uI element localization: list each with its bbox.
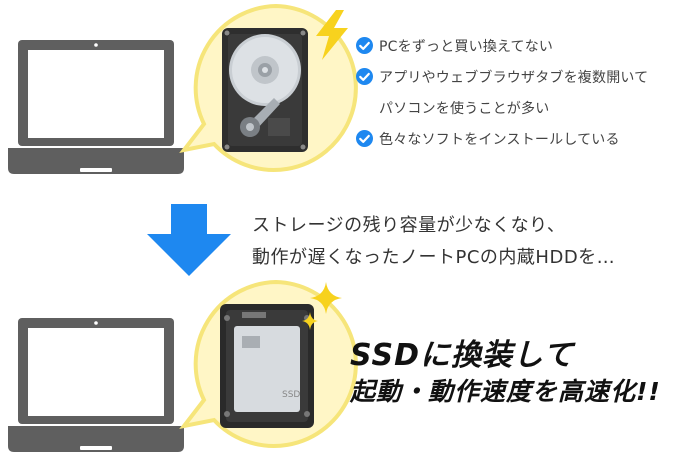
checklist: PCをずっと買い換えてない アプリやウェブブラウザタブを複数開いて パソコンを使…: [356, 30, 676, 154]
check-circle-icon: [356, 37, 373, 54]
list-item: 色々なソフトをインストールしている: [356, 123, 676, 154]
list-item: アプリやウェブブラウザタブを複数開いて: [356, 61, 676, 92]
checklist-item-text: PCをずっと買い換えてない: [379, 38, 554, 55]
laptop-icon: [8, 40, 184, 174]
description-text: ストレージの残り容量が少なくなり、 動作が遅くなったノートPCの内蔵HDDを…: [252, 210, 615, 274]
list-item: パソコンを使うことが多い: [356, 92, 676, 123]
ssd-label: SSD: [282, 390, 300, 400]
lightning-icon: [316, 10, 348, 60]
checklist-item-text: アプリやウェブブラウザタブを複数開いて: [379, 69, 649, 86]
headline-2: 起動・動作速度を高速化!!: [350, 377, 661, 406]
check-circle-icon: [356, 130, 373, 147]
laptop-icon: [8, 318, 184, 452]
sparkle-icon: [302, 282, 342, 330]
hdd-speech-bubble: [179, 3, 358, 172]
description-line-1: ストレージの残り容量が少なくなり、: [252, 215, 566, 236]
headline-1: SSDに換装して: [350, 338, 575, 373]
down-arrow-icon: [147, 204, 231, 276]
checklist-item-text: 色々なソフトをインストールしている: [379, 131, 620, 148]
check-circle-icon: [356, 68, 373, 85]
checklist-item-text: パソコンを使うことが多い: [379, 100, 550, 117]
list-item: PCをずっと買い換えてない: [356, 30, 676, 61]
hard-disk-drive-icon: [222, 28, 308, 152]
solid-state-drive-icon: SSD: [220, 304, 314, 428]
description-line-2: 動作が遅くなったノートPCの内蔵HDDを…: [252, 247, 616, 268]
